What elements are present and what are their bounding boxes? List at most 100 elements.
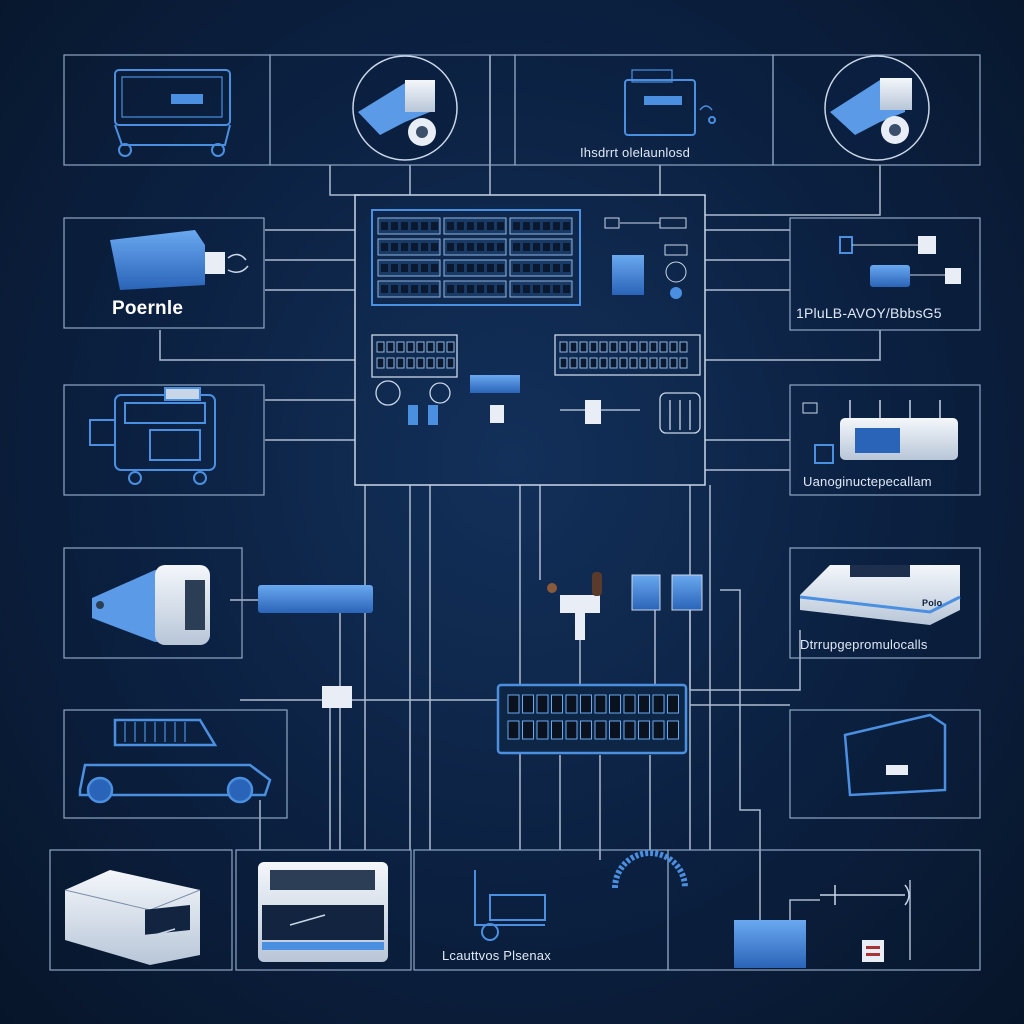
switch-port: [667, 720, 679, 740]
strip-port: [649, 341, 658, 353]
strip-port: [406, 357, 415, 369]
strip-port: [416, 341, 425, 353]
patch-port: [533, 243, 540, 251]
patch-port: [401, 285, 408, 293]
patch-port: [411, 264, 418, 272]
router-device-icon: [624, 69, 716, 136]
patch-port: [533, 285, 540, 293]
patch-port: [457, 285, 464, 293]
patch-port: [421, 243, 428, 251]
camera-icon: [824, 55, 930, 161]
patch-port: [553, 243, 560, 251]
strip-port: [629, 357, 638, 369]
printer-icon: [258, 862, 388, 962]
patch-port: [467, 264, 474, 272]
strip-port: [609, 341, 618, 353]
patch-port: [457, 264, 464, 272]
strip-port: [639, 357, 648, 369]
strip-port: [659, 357, 668, 369]
patch-port: [381, 264, 388, 272]
patch-port: [543, 222, 550, 230]
label-left-2: Poernle: [112, 298, 184, 319]
patch-port: [533, 264, 540, 272]
switch-port: [652, 720, 665, 740]
strip-port: [436, 341, 445, 353]
patch-port: [467, 285, 474, 293]
patch-port: [411, 222, 418, 230]
patch-port: [543, 243, 550, 251]
patch-port: [401, 243, 408, 251]
strip-port: [446, 357, 455, 369]
switch-port: [638, 720, 650, 740]
patch-port: [391, 222, 398, 230]
patch-port: [431, 285, 438, 293]
patch-port: [411, 243, 418, 251]
patch-port: [553, 264, 560, 272]
hub-mini-devices: [604, 217, 688, 299]
strip-port: [396, 357, 405, 369]
patch-port: [543, 285, 550, 293]
camera-icon: [352, 55, 458, 161]
strip-port: [679, 341, 688, 353]
connector-cluster-icon: [839, 236, 961, 287]
patch-port: [391, 264, 398, 272]
label-device-tag: Polo: [922, 598, 943, 608]
strip-port: [669, 341, 678, 353]
label-bottom-center: Lcauttvos Plsenax: [442, 948, 551, 963]
strip-port: [559, 341, 568, 353]
switch-port: [594, 720, 607, 740]
wall-outlet-device-icon: [734, 884, 910, 968]
switch-port: [507, 720, 520, 740]
switch-ports: [507, 694, 679, 740]
switch-port: [594, 694, 607, 714]
strip-port: [406, 341, 415, 353]
patch-port: [477, 285, 484, 293]
central-hub-panel: [354, 194, 706, 486]
strip-port: [589, 357, 598, 369]
blue-device-bar: [258, 585, 373, 613]
patch-port: [553, 222, 560, 230]
strip-port: [639, 341, 648, 353]
strip-port: [579, 357, 588, 369]
patch-port: [431, 243, 438, 251]
hub-lower-components: [371, 334, 701, 434]
patch-port: [497, 264, 504, 272]
switch-port: [667, 694, 679, 714]
strip-port: [669, 357, 678, 369]
patch-port: [391, 285, 398, 293]
strip-port: [599, 357, 608, 369]
strip-port: [386, 357, 395, 369]
patch-port: [563, 222, 570, 230]
patch-port: [523, 285, 530, 293]
strip-port: [589, 341, 598, 353]
strip-port: [579, 341, 588, 353]
patch-port: [477, 222, 484, 230]
network-appliance-icon: [799, 565, 961, 625]
scanner-device-icon: [92, 565, 210, 645]
strip-port: [376, 341, 385, 353]
switch-port: [551, 720, 563, 740]
switch-port: [522, 694, 534, 714]
patch-port: [533, 222, 540, 230]
label-top-center: Ihsdrrt olelaunlosd: [580, 145, 691, 160]
top-row-panels: [63, 54, 981, 166]
patch-port: [411, 285, 418, 293]
patch-port: [497, 243, 504, 251]
strip-port: [649, 357, 658, 369]
patch-port: [431, 222, 438, 230]
patch-port: [421, 285, 428, 293]
switch-port: [580, 694, 592, 714]
patch-port: [553, 285, 560, 293]
patch-port: [381, 222, 388, 230]
switch-port: [609, 720, 621, 740]
patch-port: [513, 264, 520, 272]
strip-port: [599, 341, 608, 353]
patch-panel: [377, 217, 573, 298]
patch-port: [447, 264, 454, 272]
strip-port: [386, 341, 395, 353]
strip-port: [416, 357, 425, 369]
port-modules-icon: [631, 574, 703, 611]
patch-port: [401, 264, 408, 272]
switch-port: [565, 720, 578, 740]
